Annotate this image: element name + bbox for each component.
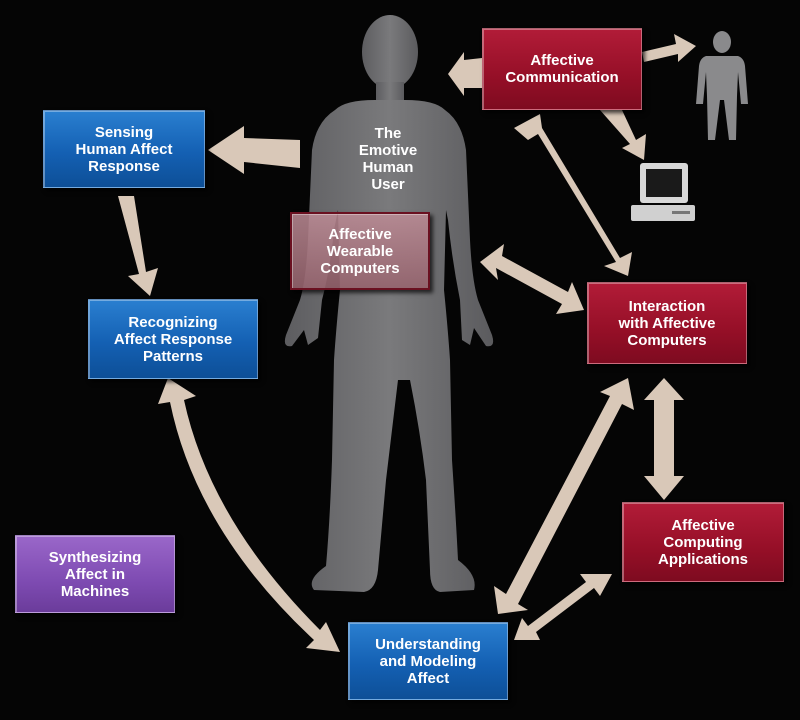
arrow-recognizing-understanding bbox=[158, 378, 340, 652]
wearable-computers-box: Affective Wearable Computers bbox=[290, 212, 430, 290]
arrows bbox=[118, 34, 696, 652]
arrow-communication-interaction bbox=[514, 114, 632, 276]
computer-icon bbox=[631, 163, 695, 221]
arrow-communication-small-human bbox=[642, 34, 696, 62]
arrow-communication-to-user bbox=[448, 52, 482, 96]
human-figure-icon bbox=[284, 15, 494, 592]
arrow-applications-understanding bbox=[514, 574, 612, 640]
arrow-to-sensing bbox=[208, 126, 300, 174]
arrow-sensing-to-recognizing bbox=[118, 196, 158, 296]
affective-communication-box: Affective Communication bbox=[482, 28, 642, 110]
understanding-modeling-box: Understanding and Modeling Affect bbox=[348, 622, 508, 700]
recognizing-affect-box: Recognizing Affect Response Patterns bbox=[88, 299, 258, 379]
affective-applications-box: Affective Computing Applications bbox=[622, 502, 784, 582]
arrow-user-interaction bbox=[480, 244, 584, 314]
arrow-interaction-applications bbox=[644, 378, 684, 500]
emotive-human-user-label: The Emotive Human User bbox=[358, 125, 418, 193]
small-human-icon bbox=[696, 31, 748, 140]
synthesizing-affect-box: Synthesizing Affect in Machines bbox=[15, 535, 175, 613]
arrow-interaction-understanding bbox=[494, 378, 634, 614]
sensing-human-affect-box: Sensing Human Affect Response bbox=[43, 110, 205, 188]
interaction-affective-box: Interaction with Affective Computers bbox=[587, 282, 747, 364]
arrow-communication-to-computer bbox=[600, 110, 646, 160]
